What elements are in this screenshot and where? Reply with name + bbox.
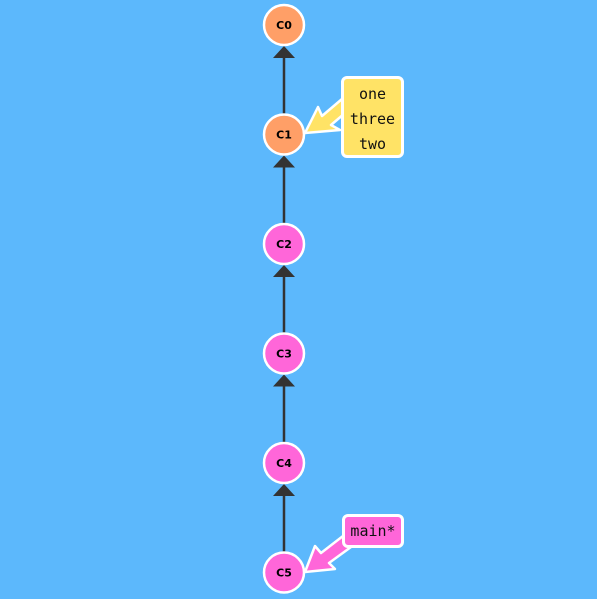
branch-name-two: two — [358, 135, 387, 153]
commit-label-c3: C3 — [276, 348, 292, 361]
edge-arrowhead — [273, 46, 295, 58]
branch-tag-main: main* — [342, 514, 404, 548]
edge-arrowhead — [273, 484, 295, 496]
commit-node-c1 — [262, 113, 306, 156]
branch-name-main: main* — [350, 522, 396, 540]
commit-label-c2: C2 — [276, 238, 292, 251]
branch-name-three: three — [349, 110, 396, 128]
commit-node-c3 — [262, 332, 306, 375]
commit-label-c5: C5 — [276, 567, 292, 580]
branch-tag-c1: one three two — [341, 76, 404, 158]
commit-label-c1: C1 — [276, 129, 292, 142]
edge-arrowhead — [273, 155, 295, 168]
branch-name-one: one — [358, 85, 387, 103]
edge-arrowhead — [273, 265, 295, 277]
commit-node-c4 — [262, 441, 306, 485]
commit-node-c5 — [262, 551, 306, 594]
commit-label-c4: C4 — [276, 457, 292, 470]
edge-arrowhead — [273, 374, 295, 387]
commit-node-c0 — [262, 3, 306, 47]
commit-node-c2 — [262, 222, 306, 266]
commit-label-c0: C0 — [276, 19, 292, 32]
